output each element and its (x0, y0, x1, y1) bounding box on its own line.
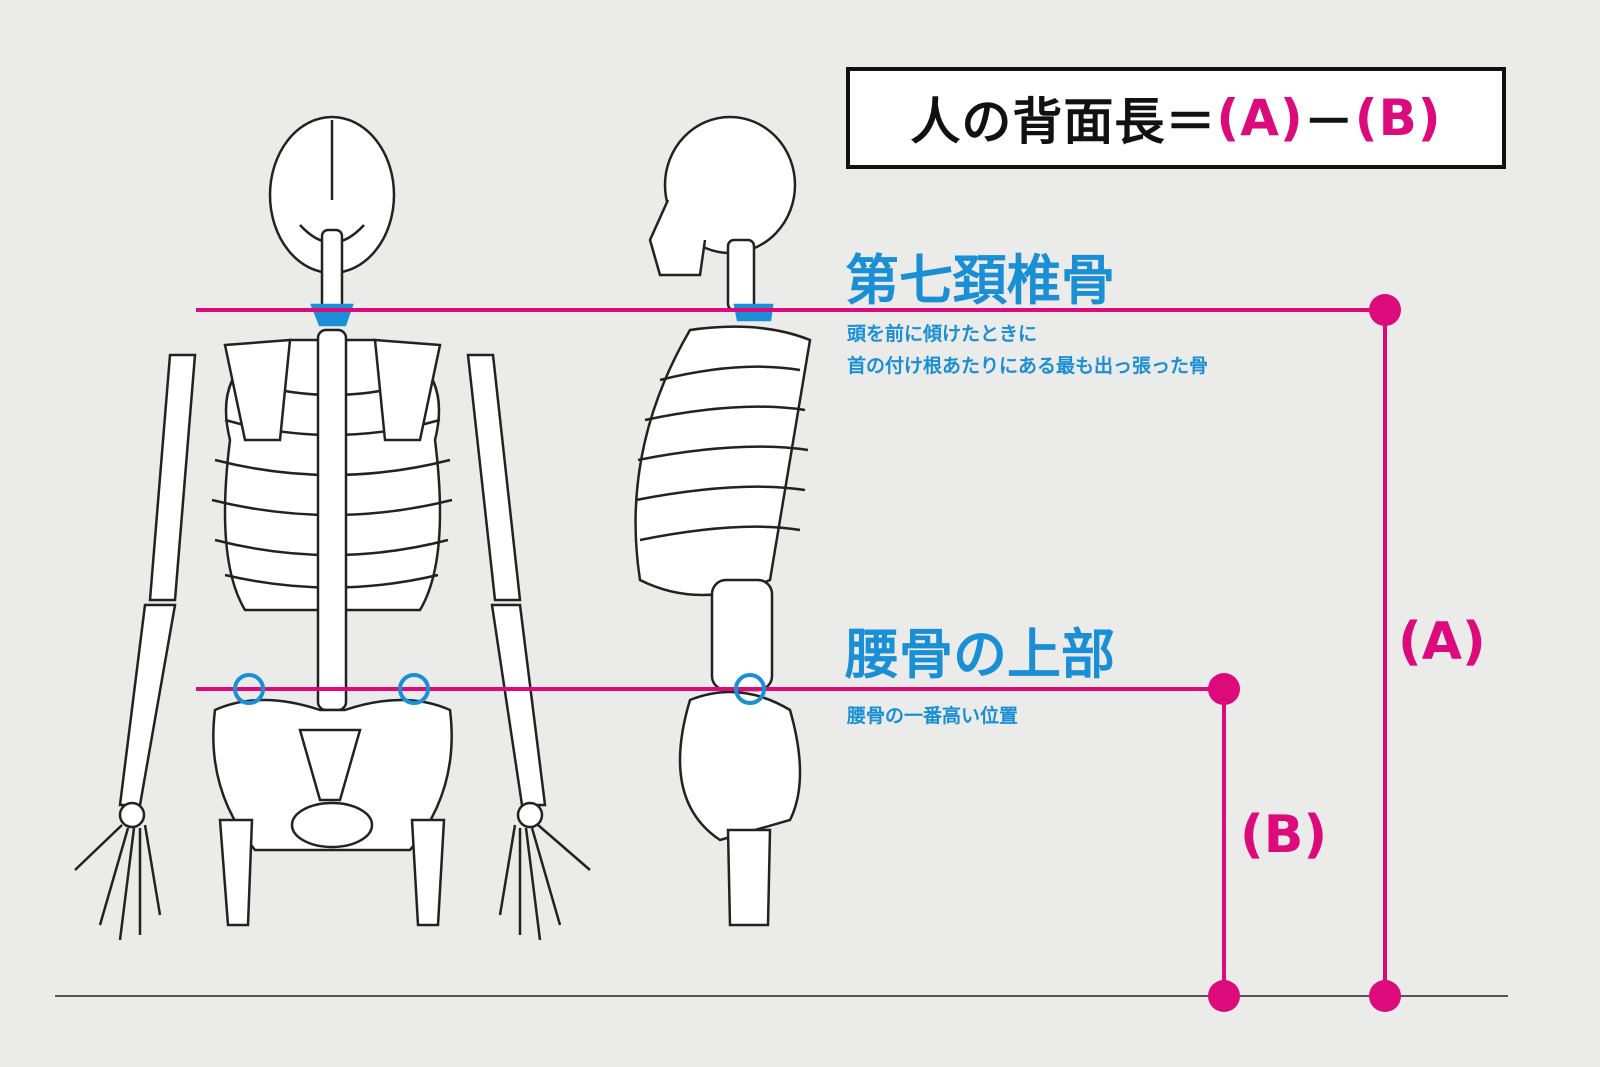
measurement-lines (55, 294, 1508, 1012)
formula-a: (A) (1216, 89, 1304, 147)
formula-minus: － (1303, 93, 1355, 151)
formula-b: (B) (1354, 89, 1442, 147)
side-skeleton (634, 115, 812, 927)
hip-title: 腰骨の上部 (845, 623, 1115, 686)
c7-desc-line1: 頭を前に傾けたときに (847, 323, 1038, 345)
label-b: (B) (1240, 805, 1328, 865)
hip-description: 腰骨の一番高い位置 (847, 705, 1019, 727)
formula-box: 人の背面長＝ (A) － (B) (846, 67, 1506, 169)
c7-description: 頭を前に傾けたときに 首の付け根あたりにある最も出っ張った骨 (847, 318, 1208, 382)
label-a: (A) (1398, 612, 1486, 672)
c7-title: 第七頚椎骨 (845, 249, 1115, 312)
back-skeleton (74, 115, 591, 941)
formula-prefix: 人の背面長＝ (910, 93, 1217, 151)
c7-desc-line2: 首の付け根あたりにある最も出っ張った骨 (847, 355, 1209, 377)
